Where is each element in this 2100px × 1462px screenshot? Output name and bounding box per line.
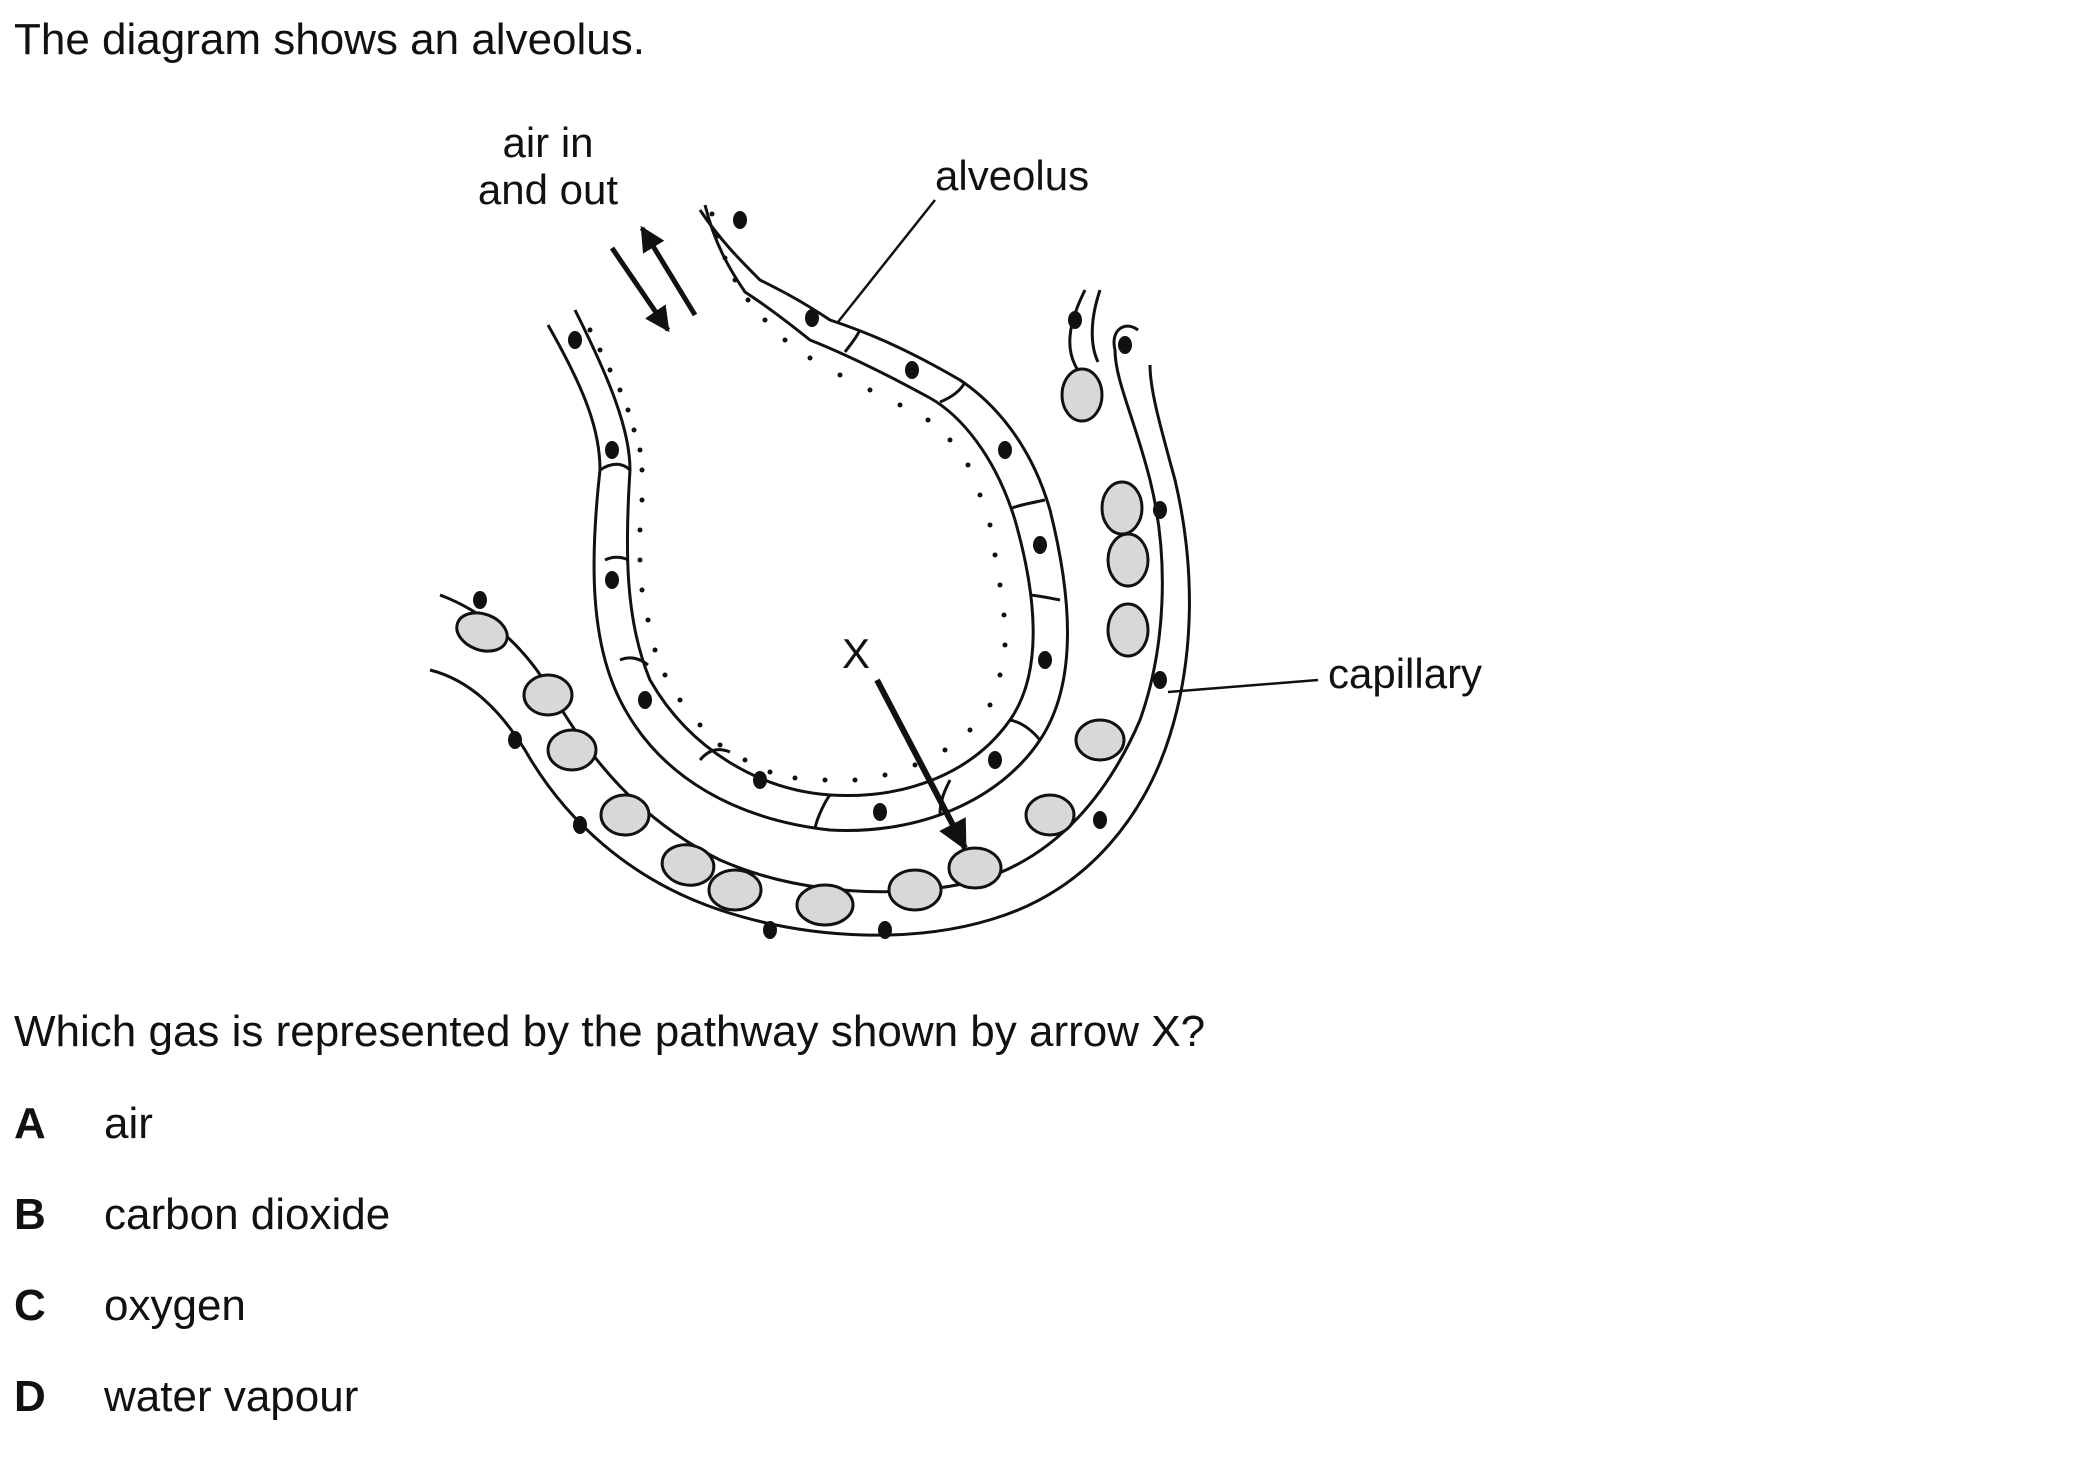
capillary-label: capillary	[1328, 650, 1482, 697]
alveolar-cell-nuclei	[568, 211, 1052, 821]
red-blood-cells	[455, 367, 1150, 927]
capillary-cell-nuclei	[473, 311, 1167, 939]
option-b[interactable]: B carbon dioxide	[14, 1189, 390, 1241]
option-text: oxygen	[104, 1281, 246, 1330]
option-text: air	[104, 1099, 153, 1148]
option-letter: B	[14, 1190, 46, 1239]
option-text: carbon dioxide	[104, 1190, 391, 1239]
option-letter: A	[14, 1099, 46, 1148]
option-letter: D	[14, 1372, 46, 1421]
alveolus-leader-line	[837, 199, 936, 323]
alveolus-diagram: air in and out alveolus capillary X	[429, 119, 1482, 939]
question-text: Which gas is represented by the pathway …	[14, 1007, 1206, 1056]
moisture-lining	[587, 211, 1008, 783]
air-label-line1: air in	[502, 119, 593, 166]
option-a[interactable]: A air	[14, 1098, 390, 1150]
air-out-arrow	[639, 225, 698, 317]
alveolus-shape	[546, 204, 1069, 832]
option-d[interactable]: D water vapour	[14, 1371, 390, 1423]
option-c[interactable]: C oxygen	[14, 1280, 390, 1332]
air-in-arrow	[609, 246, 671, 333]
arrow-x	[874, 678, 968, 851]
option-text: water vapour	[104, 1372, 359, 1421]
intro-text: The diagram shows an alveolus.	[14, 15, 645, 64]
air-label-line2: and out	[478, 166, 618, 213]
capillary-leader-line	[1167, 678, 1319, 694]
option-letter: C	[14, 1281, 46, 1330]
arrow-x-label: X	[842, 630, 870, 677]
alveolus-label: alveolus	[935, 152, 1089, 199]
answer-options: A air B carbon dioxide C oxygen D water …	[14, 1098, 390, 1462]
